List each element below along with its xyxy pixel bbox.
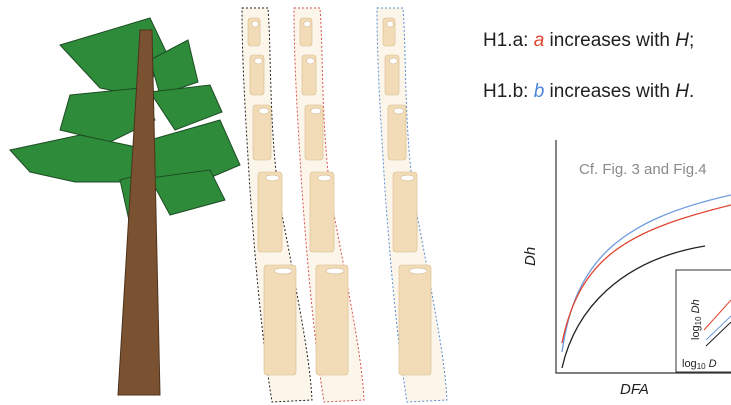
h1b-param: b [534, 81, 545, 102]
branch-section-icon [377, 8, 447, 402]
section-pith [387, 21, 394, 27]
h1a-middle: increases with [544, 30, 675, 51]
inset-plot [676, 270, 731, 372]
x-axis-label: DFA [620, 381, 649, 398]
section-pith [266, 175, 279, 181]
tree-icon [10, 18, 240, 395]
h1b-prefix: H1.b: [483, 81, 534, 102]
branch-sections [242, 8, 447, 402]
inset-y-log: log [690, 325, 702, 340]
h1a-param: a [534, 30, 545, 51]
h1a-suffix: ; [689, 30, 694, 51]
h1a-var: H [675, 30, 689, 51]
section-segment [399, 265, 431, 375]
inset-y-sub: 10 [694, 316, 703, 325]
section-pith [274, 268, 292, 274]
h1a-prefix: H1.a: [483, 30, 534, 51]
section-segment [258, 172, 282, 252]
section-pith [306, 58, 314, 64]
section-pith [254, 58, 262, 64]
section-segment [316, 265, 348, 375]
section-pith [252, 21, 259, 27]
section-segment [393, 172, 417, 252]
hypothesis-h1a: H1.a: a increases with H; [483, 30, 694, 52]
inset-x-var: D [706, 358, 717, 370]
section-pith [304, 21, 311, 27]
hypothesis-h1b: H1.b: b increases with H. [483, 81, 694, 103]
inset-y-label: log10 Dh [690, 299, 703, 340]
section-segment [264, 265, 296, 375]
inset-y-var: Dh [690, 299, 702, 316]
section-pith [259, 108, 269, 114]
section-pith [389, 58, 397, 64]
y-axis-label: Dh [522, 247, 539, 266]
inset-x-log: log [682, 358, 697, 370]
section-pith [409, 268, 427, 274]
section-pith [318, 175, 331, 181]
h1b-var: H [675, 81, 689, 102]
figure-reference: Cf. Fig. 3 and Fig.4 [579, 161, 707, 178]
inset-x-label: log10 D [682, 358, 717, 371]
section-pith [401, 175, 414, 181]
section-pith [326, 268, 344, 274]
h1b-suffix: . [689, 81, 694, 102]
h1b-middle: increases with [544, 81, 675, 102]
inset-x-sub: 10 [697, 362, 706, 371]
section-pith [394, 108, 404, 114]
section-segment [310, 172, 334, 252]
section-pith [311, 108, 321, 114]
